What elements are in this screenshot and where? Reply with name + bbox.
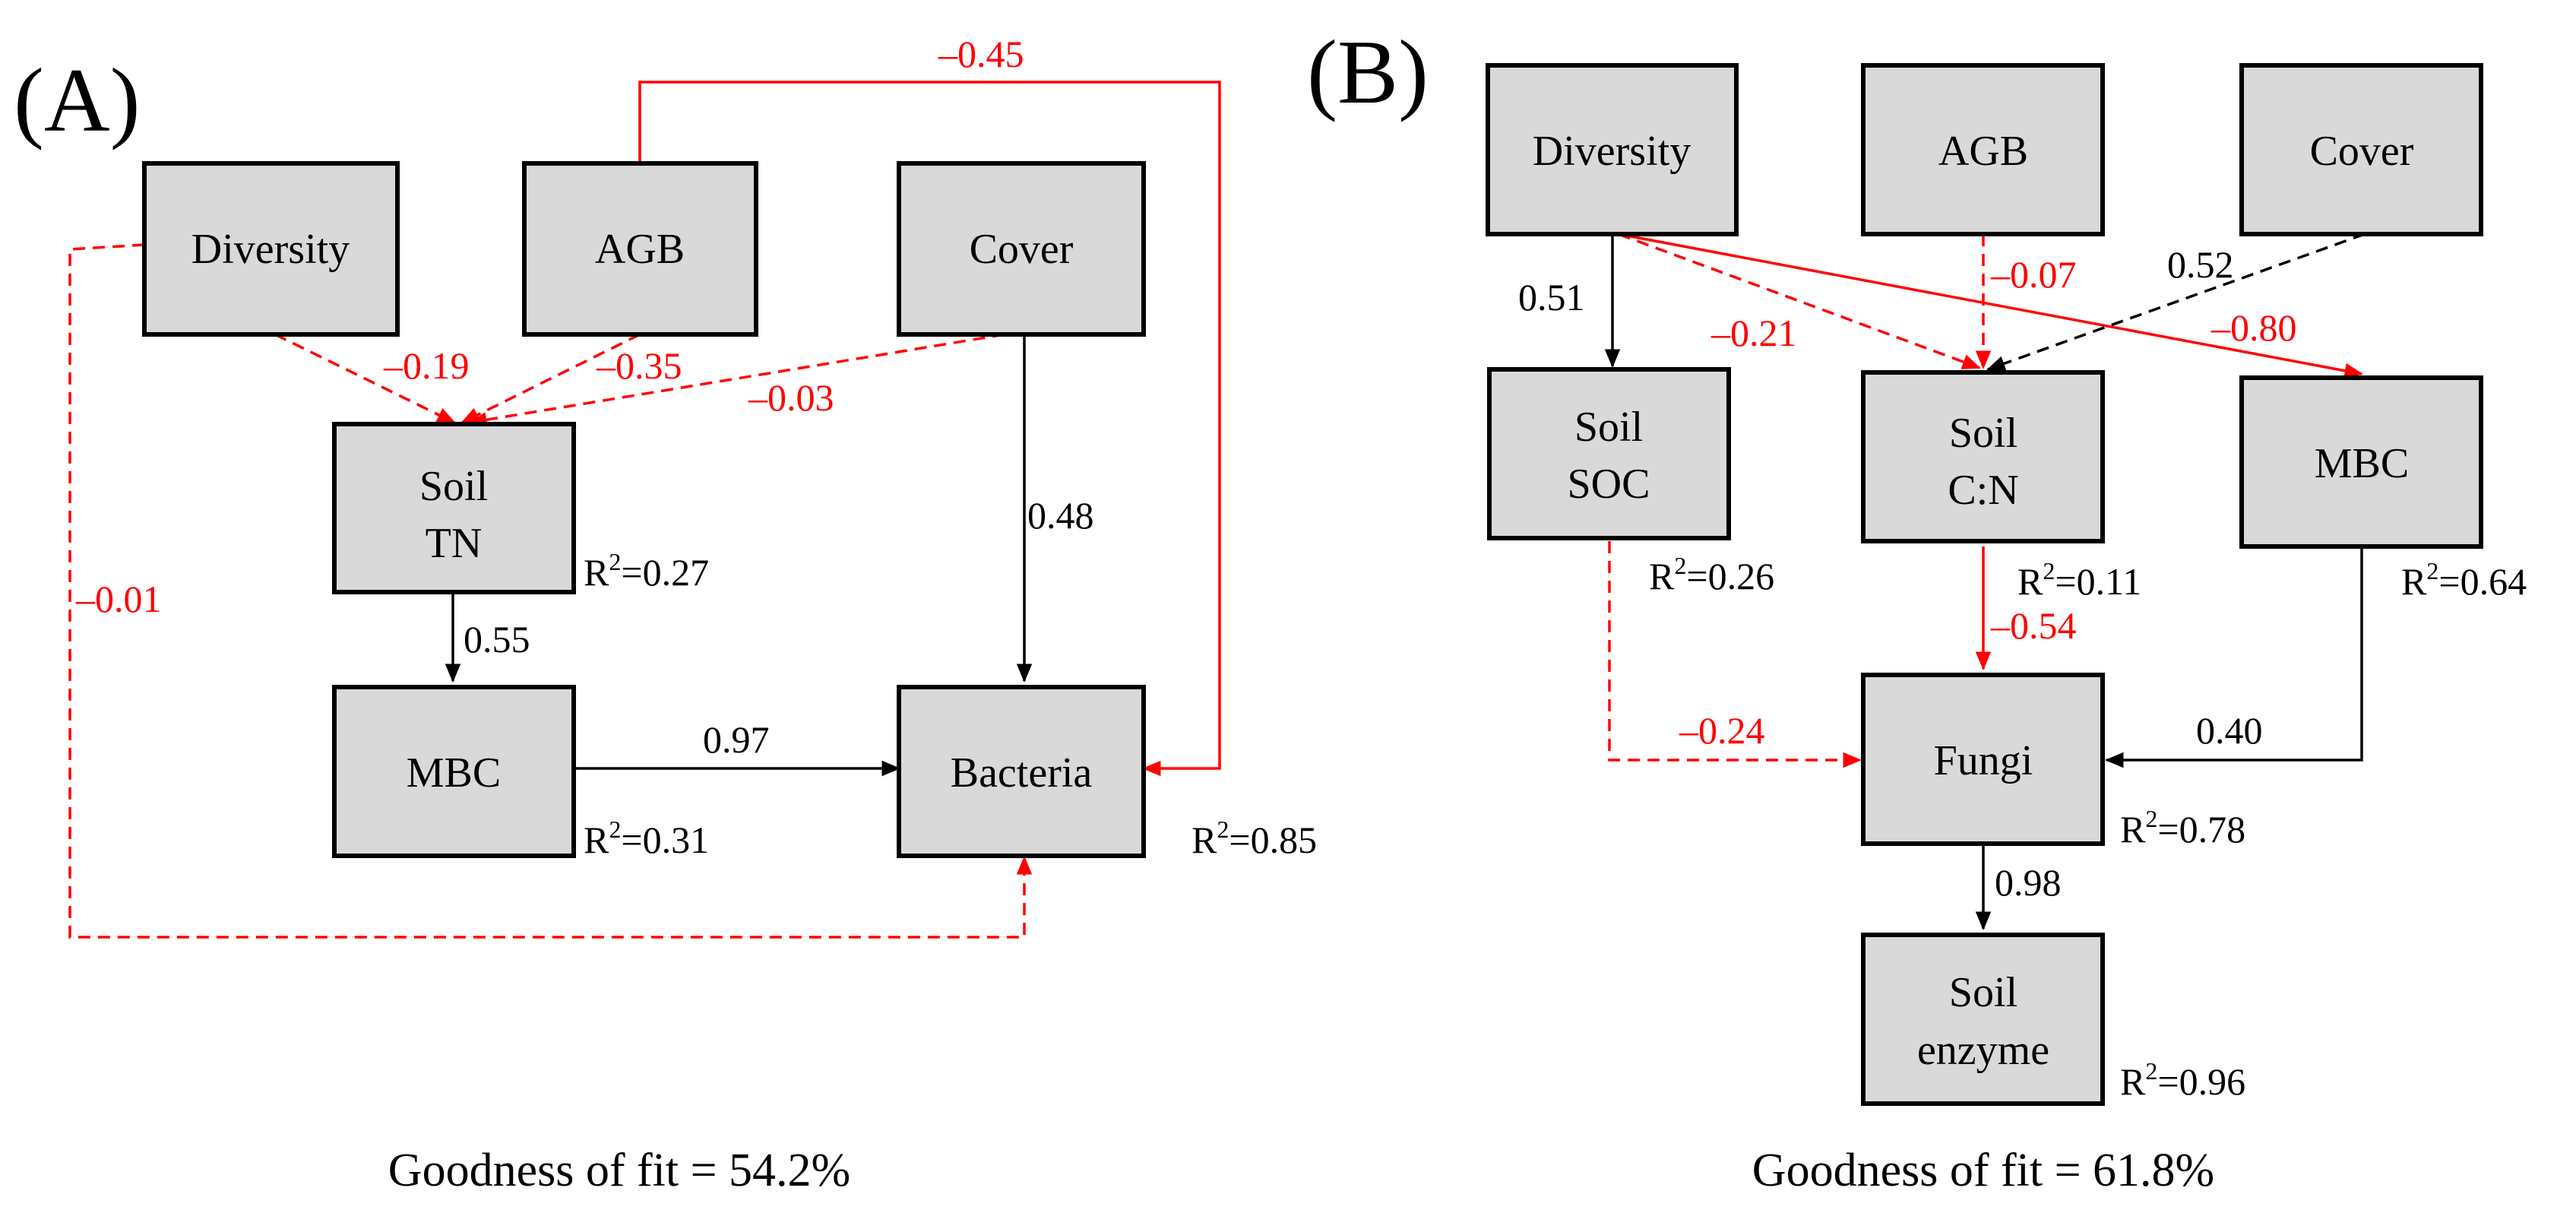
r2-b-soil-enzyme: R2=0.96 (2120, 1057, 2245, 1103)
node-b-soil-cn: Soil C:N (1861, 370, 2105, 543)
panel-b: (B) Diversity AGB Cover Soil (1307, 21, 2527, 1196)
node-a-bacteria: Bacteria (897, 685, 1146, 858)
path-a-cover-soil-tn (467, 333, 1005, 428)
coef-a-cover-bacteria: 0.48 (1027, 494, 1094, 537)
panel-a: (A) Diversity AGB Cover Soil (14, 33, 1317, 1196)
r2-b-fungi: R2=0.78 (2120, 805, 2245, 850)
coef-b-soil-soc-fungi: –0.24 (1679, 709, 1765, 752)
r2-a-bacteria: R2=0.85 (1191, 816, 1317, 861)
node-b-soil-enzyme: Soil enzyme (1861, 933, 2105, 1106)
goodness-of-fit-a: Goodness of fit = 54.2% (388, 1145, 850, 1196)
path-b-mbc-fungi (2104, 546, 2363, 768)
path-a-diversity-bacteria (68, 243, 1033, 939)
coef-a-agb-soil-tn: –0.35 (596, 344, 682, 387)
coef-b-fungi-soil-enzyme: 0.98 (1995, 861, 2062, 904)
node-b-soil-cn-label-2: C:N (1948, 467, 2018, 514)
r2-b-soil-cn: R2=0.11 (2017, 557, 2141, 603)
coef-b-diversity-soil-soc: 0.51 (1518, 276, 1585, 318)
node-b-cover: Cover (2239, 63, 2483, 236)
goodness-of-fit-b: Goodness of fit = 61.8% (1752, 1145, 2214, 1196)
r2-b-mbc: R2=0.64 (2401, 557, 2527, 603)
panel-b-edges (1604, 233, 2366, 931)
node-a-soil-tn-label-2: TN (426, 520, 483, 567)
path-a-agb-soil-tn (460, 333, 641, 424)
node-a-diversity: Diversity (142, 161, 400, 337)
node-b-soil-enzyme-label-1: Soil (1949, 969, 2017, 1016)
node-a-agb-label: AGB (595, 226, 685, 273)
node-a-soil-tn-label-1: Soil (419, 463, 488, 510)
node-b-cover-label: Cover (2310, 128, 2414, 175)
node-b-diversity-label: Diversity (1533, 128, 1691, 175)
path-a-diversity-soil-tn (274, 333, 456, 424)
node-b-soil-enzyme-label-2: enzyme (1917, 1027, 2049, 1074)
node-a-diversity-label: Diversity (191, 226, 350, 273)
node-a-cover-label: Cover (970, 226, 1074, 273)
panel-a-edges (68, 81, 1221, 939)
node-b-soil-soc-label-2: SOC (1568, 461, 1650, 508)
coef-a-cover-soil-tn: –0.03 (748, 376, 834, 419)
node-a-mbc: MBC (332, 685, 576, 858)
r2-b-soil-soc: R2=0.26 (1649, 552, 1774, 597)
node-b-soil-cn-label-1: Soil (1949, 410, 2017, 457)
coef-b-cover-soil-cn: 0.52 (2167, 243, 2234, 286)
path-a-agb-bacteria (638, 81, 1221, 777)
node-b-fungi: Fungi (1861, 673, 2105, 846)
node-b-agb: AGB (1861, 63, 2105, 236)
panel-a-label: (A) (14, 49, 141, 150)
node-b-soil-soc: Soil SOC (1487, 367, 1731, 540)
node-a-mbc-label: MBC (407, 749, 502, 797)
path-b-diversity-soil-cn (1618, 233, 1981, 369)
node-b-agb-label: AGB (1938, 128, 2028, 175)
coef-a-soil-tn-mbc: 0.55 (464, 618, 530, 660)
node-a-cover: Cover (897, 161, 1146, 337)
coef-a-agb-bacteria: –0.45 (938, 33, 1024, 75)
coef-b-agb-soil-cn: –0.07 (1990, 253, 2077, 296)
path-b-cover-soil-cn (1986, 233, 2366, 372)
node-a-soil-tn: Soil TN (332, 422, 576, 594)
r2-a-soil-tn: R2=0.27 (584, 548, 709, 594)
node-b-mbc-label: MBC (2315, 440, 2410, 487)
node-a-bacteria-label: Bacteria (951, 749, 1093, 797)
node-b-diversity: Diversity (1486, 63, 1739, 236)
coef-a-mbc-bacteria: 0.97 (703, 718, 770, 761)
node-a-agb: AGB (522, 161, 758, 337)
coef-b-diversity-mbc: –0.80 (2210, 306, 2297, 349)
coef-b-soil-cn-fungi: –0.54 (1990, 604, 2077, 647)
path-b-diversity-mbc (1618, 233, 2364, 379)
node-b-fungi-label: Fungi (1934, 737, 2033, 784)
coef-a-diversity-bacteria: –0.01 (75, 578, 162, 620)
node-b-soil-soc-label-1: Soil (1574, 404, 1643, 451)
coef-b-diversity-soil-cn: –0.21 (1710, 312, 1797, 354)
panel-b-label: (B) (1307, 21, 1429, 122)
r2-a-mbc: R2=0.31 (584, 816, 709, 861)
node-b-mbc: MBC (2239, 375, 2483, 549)
coef-b-mbc-fungi: 0.40 (2196, 709, 2263, 752)
path-b-soil-soc-fungi (1608, 541, 1862, 768)
coef-a-diversity-soil-tn: –0.19 (383, 344, 470, 387)
